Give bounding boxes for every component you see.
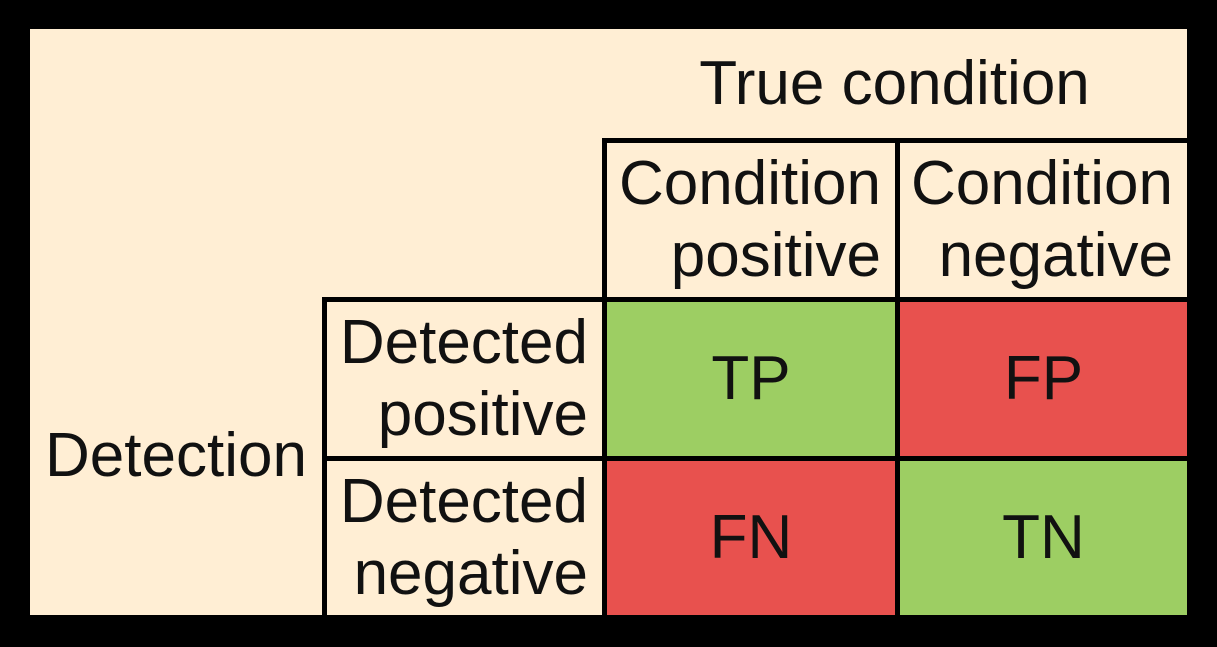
column-header-condition-negative: Condition negative xyxy=(895,138,1187,297)
row-header-detected-negative: Detected negative xyxy=(322,456,602,615)
row-axis-title: Detection xyxy=(45,421,307,491)
confusion-matrix: True condition Detection Condition posit… xyxy=(30,29,1187,615)
column-axis-title: True condition xyxy=(699,48,1090,118)
cell-true-negative: TN xyxy=(895,456,1187,615)
cell-false-negative: FN xyxy=(602,456,895,615)
cell-true-positive: TP xyxy=(602,297,895,456)
row-header-detected-positive: Detected positive xyxy=(322,297,602,456)
cell-false-positive: FP xyxy=(895,297,1187,456)
column-header-condition-positive: Condition positive xyxy=(602,138,895,297)
